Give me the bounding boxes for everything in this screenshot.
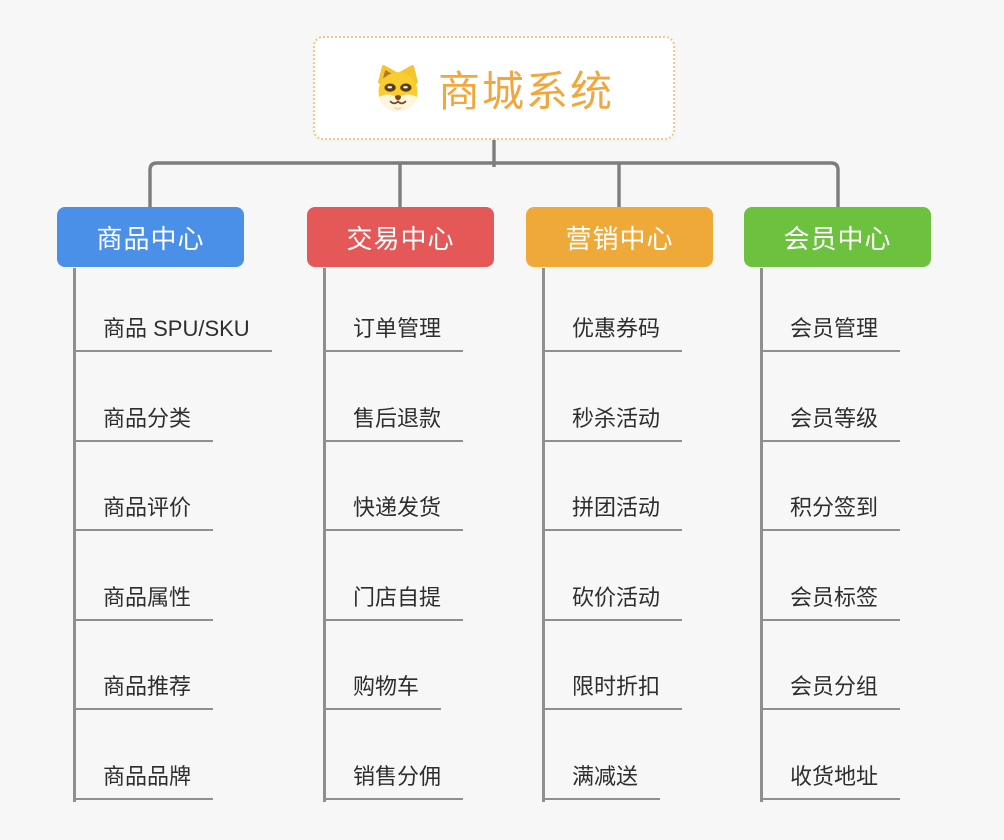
branch-node-2[interactable]: 交易中心 <box>307 207 494 267</box>
branch-label: 会员中心 <box>783 223 892 254</box>
leaf-label: 商品 SPU/SKU <box>103 316 250 341</box>
leaf-label: 限时折扣 <box>572 674 661 699</box>
leaf-label: 会员分组 <box>790 674 879 699</box>
leaf-label: 门店自提 <box>353 584 442 610</box>
leaf-label: 订单管理 <box>353 316 442 341</box>
leaf-node[interactable]: 会员管理 <box>760 314 901 352</box>
leaf-label: 售后退款 <box>353 405 442 431</box>
branch-bus-line <box>148 161 840 208</box>
leaf-label: 商品属性 <box>103 584 192 610</box>
leaf-label: 拼团活动 <box>572 495 661 520</box>
leaf-label: 会员管理 <box>790 316 879 341</box>
leaf-label: 优惠券码 <box>572 316 661 341</box>
leaf-node[interactable]: 砍价活动 <box>542 583 683 621</box>
root-node[interactable]: 商城系统 <box>313 36 675 140</box>
leaf-node[interactable]: 会员标签 <box>760 583 901 621</box>
leaf-node[interactable]: 购物车 <box>323 672 442 710</box>
leaf-label: 商品推荐 <box>103 674 192 699</box>
leaf-node[interactable]: 拼团活动 <box>542 493 683 531</box>
root-title: 商城系统 <box>437 67 614 115</box>
leaf-node[interactable]: 收货地址 <box>760 762 901 800</box>
leaf-node[interactable]: 商品评价 <box>73 493 214 531</box>
leaf-label: 快递发货 <box>353 495 442 520</box>
leaf-label: 商品品牌 <box>103 763 192 789</box>
dog-face-icon <box>374 60 422 116</box>
leaf-node[interactable]: 订单管理 <box>323 314 464 352</box>
leaf-label: 商品评价 <box>103 495 192 520</box>
leaf-node[interactable]: 门店自提 <box>323 583 464 621</box>
branch-label: 营销中心 <box>565 223 674 254</box>
branch-label: 交易中心 <box>346 223 455 254</box>
leaf-label: 商品分类 <box>103 405 192 431</box>
branch-node-1[interactable]: 商品中心 <box>57 207 244 267</box>
leaf-node[interactable]: 商品分类 <box>73 404 214 442</box>
leaf-node[interactable]: 限时折扣 <box>542 672 683 710</box>
leaf-node[interactable]: 商品品牌 <box>73 762 214 800</box>
leaf-node[interactable]: 销售分佣 <box>323 762 464 800</box>
leaf-label: 购物车 <box>353 674 420 699</box>
leaf-node[interactable]: 秒杀活动 <box>542 404 683 442</box>
trunk-line <box>323 268 326 802</box>
branch-label: 商品中心 <box>96 223 205 254</box>
leaf-node[interactable]: 满减送 <box>542 762 661 800</box>
leaf-node[interactable]: 商品 SPU/SKU <box>73 314 272 352</box>
branch-node-4[interactable]: 会员中心 <box>744 207 931 267</box>
leaf-node[interactable]: 会员分组 <box>760 672 901 710</box>
leaf-label: 销售分佣 <box>353 763 442 789</box>
leaf-label: 会员标签 <box>790 584 879 610</box>
leaf-node[interactable]: 商品属性 <box>73 583 214 621</box>
branch-node-3[interactable]: 营销中心 <box>526 207 713 267</box>
leaf-node[interactable]: 优惠券码 <box>542 314 683 352</box>
leaf-node[interactable]: 会员等级 <box>760 404 901 442</box>
trunk-line <box>542 268 545 802</box>
leaf-label: 砍价活动 <box>572 584 661 610</box>
trunk-line <box>73 268 76 802</box>
leaf-label: 秒杀活动 <box>572 405 661 431</box>
leaf-node[interactable]: 快递发货 <box>323 493 464 531</box>
leaf-node[interactable]: 商品推荐 <box>73 672 214 710</box>
trunk-line <box>760 268 763 802</box>
leaf-label: 收货地址 <box>790 763 879 789</box>
leaf-node[interactable]: 售后退款 <box>323 404 464 442</box>
leaf-label: 会员等级 <box>790 405 879 431</box>
leaf-label: 满减送 <box>572 763 639 789</box>
leaf-label: 积分签到 <box>790 495 879 520</box>
leaf-node[interactable]: 积分签到 <box>760 493 901 531</box>
